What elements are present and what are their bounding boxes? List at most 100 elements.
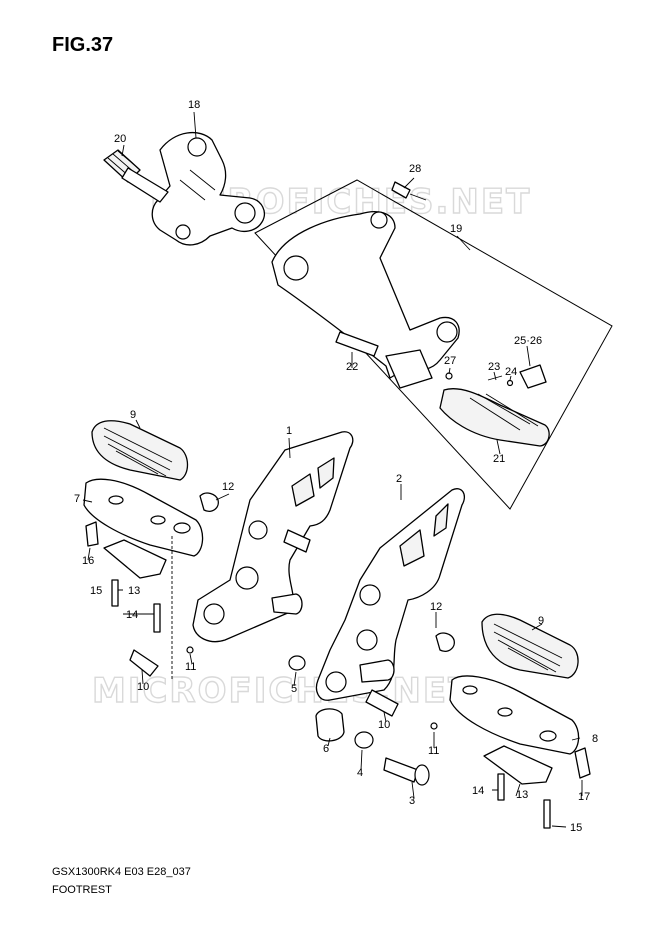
callout-2: 2 [396, 473, 402, 485]
spring-12-left [199, 492, 219, 512]
bracket-ridge [179, 169, 216, 201]
pivot-pin-22 [335, 331, 379, 357]
peg-ribs [103, 427, 173, 477]
bracket-hole [283, 255, 309, 281]
peg-rubber-9-left [91, 420, 189, 481]
bracket-hole [187, 137, 207, 157]
callout-11-left: 11 [185, 661, 196, 673]
bracket-hole [325, 671, 347, 693]
bracket-hole [436, 321, 458, 343]
callout-14-right: 14 [472, 785, 484, 797]
section-name: FOOTREST [52, 884, 112, 896]
passenger-footrest-box [254, 179, 613, 510]
callout-19: 19 [450, 223, 462, 235]
bolt-15-right [543, 799, 551, 829]
callout-20: 20 [114, 133, 126, 145]
peg-rubber-9-right [481, 613, 579, 679]
ball-24 [506, 379, 514, 387]
bracket-1-window [291, 473, 315, 507]
callout-4: 4 [357, 767, 363, 779]
callout-23: 23 [488, 361, 500, 373]
footrest-hole [173, 522, 191, 534]
leader-lines [82, 111, 583, 828]
right-peg-assembly [365, 613, 591, 829]
bolt-15-left [111, 579, 119, 607]
clip-11-right [430, 722, 438, 730]
callout-24: 24 [505, 366, 517, 378]
spring-23 [487, 375, 503, 381]
bracket-hole [356, 629, 378, 651]
callout-16: 16 [82, 555, 94, 567]
left-peg-assembly [83, 420, 219, 680]
pillion-peg-arm [121, 167, 169, 203]
plate-13-left [103, 539, 167, 579]
pin-10-left [129, 649, 159, 677]
callout-15-right: 15 [570, 822, 582, 834]
washer-5 [288, 655, 306, 671]
bracket-1-pivot-boss [271, 593, 303, 615]
footrest-hole [462, 685, 478, 695]
bracket-hole [203, 603, 225, 625]
peg-ribs [469, 393, 539, 431]
callout-11-right: 11 [428, 745, 439, 757]
callout-13-left: 13 [128, 585, 140, 597]
callout-5: 5 [291, 683, 297, 695]
callout-10-left: 10 [137, 681, 149, 693]
rider-footrest-bracket-1 [192, 431, 354, 643]
bracket-2-body [315, 488, 466, 701]
bolt-3-head [414, 764, 430, 786]
bracket-hole [235, 566, 259, 590]
callout-18: 18 [188, 99, 200, 111]
callout-21: 21 [493, 453, 505, 465]
callout-28: 28 [409, 163, 421, 175]
footrest-hole [539, 730, 557, 742]
bracket-hole [175, 224, 191, 240]
model-code: GSX1300RK4 E03 E28_037 [52, 866, 191, 878]
bracket-hole [370, 211, 388, 229]
callout-27: 27 [444, 355, 456, 367]
peg-ribs [493, 623, 563, 673]
watermark-bottom: MICROFICHES.NET [92, 671, 473, 711]
callout-9-left: 9 [130, 409, 136, 421]
group-frame [254, 179, 613, 510]
footrest-hole [150, 515, 166, 525]
callout-14-left: 14 [126, 609, 138, 621]
bracket-hole [248, 520, 268, 540]
washer-4 [354, 731, 374, 749]
footrest-hole [108, 495, 124, 505]
footrest-hole [497, 707, 513, 717]
stopper-17 [574, 747, 591, 779]
callout-12-right: 12 [430, 601, 442, 613]
bolt-3 [383, 757, 419, 783]
rider-footrest-bracket-2 [315, 488, 466, 701]
bracket-2-window [399, 529, 425, 567]
footrest-7-left [83, 478, 204, 557]
spring-12-right [435, 632, 455, 652]
bolt-28-shank [409, 193, 427, 201]
callout-12-left: 12 [222, 481, 234, 493]
bracket-hole [234, 202, 256, 224]
bracket-2-pivot-boss [359, 659, 395, 683]
bolt-14-right [497, 773, 505, 801]
callout-25-26: 25·26 [514, 335, 542, 347]
callout-13-right: 13 [516, 789, 528, 801]
callout-8: 8 [592, 733, 598, 745]
bracket-1-body [192, 431, 354, 643]
figure-title: FIG.37 [52, 34, 114, 56]
callout-17: 17 [578, 791, 590, 803]
callout-labels: 18 20 28 19 25·26 27 22 23 24 21 1 9 7 1… [74, 99, 598, 834]
pin-10-right [365, 689, 399, 717]
bracket-hole [359, 584, 381, 606]
bracket-1-window [317, 457, 335, 489]
callout-6: 6 [323, 743, 329, 755]
footrest-peg-21 [439, 388, 550, 447]
leader-line [82, 111, 583, 828]
bracket-plate-25-26 [519, 364, 547, 389]
stopper-16 [85, 521, 99, 547]
callout-22: 22 [346, 361, 358, 373]
callout-9-right: 9 [538, 615, 544, 627]
bushing-6 [315, 708, 345, 742]
bolt-14-left [153, 603, 161, 633]
pillion-bracket-assembly [103, 131, 265, 246]
